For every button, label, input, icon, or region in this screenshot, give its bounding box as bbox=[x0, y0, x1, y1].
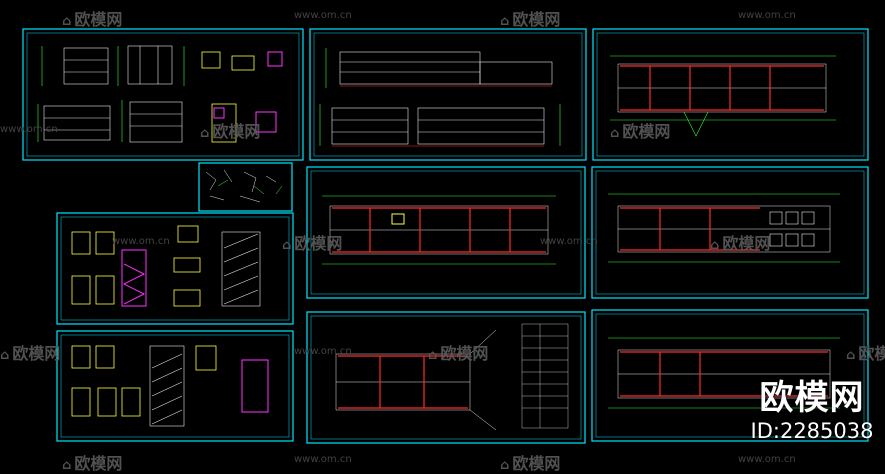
sheet-elevations-main[interactable] bbox=[309, 28, 587, 161]
watermark-url: www.om.cn bbox=[540, 236, 598, 247]
brand-badge: 欧模网 ID:2285038 bbox=[742, 378, 882, 444]
watermark-url: www.om.cn bbox=[738, 454, 796, 465]
watermark-url: www.om.cn bbox=[112, 236, 170, 247]
sheet-stair-details-2[interactable] bbox=[56, 330, 294, 442]
sheet-stair-details[interactable] bbox=[56, 212, 294, 325]
watermark-logo: 欧模网 bbox=[846, 340, 885, 364]
watermark-logo: 欧模网 bbox=[710, 230, 770, 254]
watermark-logo: 欧模网 bbox=[62, 450, 122, 474]
watermark-url: www.om.cn bbox=[738, 10, 796, 21]
watermark-logo: 欧模网 bbox=[500, 450, 560, 474]
sheet-plan-bottom-right[interactable] bbox=[591, 309, 869, 442]
sheet-plan-middle-right[interactable] bbox=[591, 166, 869, 299]
watermark-logo: 欧模网 bbox=[282, 230, 342, 254]
watermark-logo: 欧模网 bbox=[0, 340, 60, 364]
watermark-url: www.om.cn bbox=[0, 124, 58, 135]
watermark-logo: 欧模网 bbox=[500, 6, 560, 30]
model-id: ID:2285038 bbox=[750, 419, 874, 443]
sheet-elevations-small[interactable] bbox=[22, 28, 304, 161]
watermark-url: www.om.cn bbox=[294, 454, 352, 465]
sheet-node-details[interactable] bbox=[198, 162, 293, 212]
watermark-logo: 欧模网 bbox=[428, 340, 488, 364]
watermark-logo: 欧模网 bbox=[200, 118, 260, 142]
watermark-logo: 欧模网 bbox=[62, 6, 122, 30]
sheet-plan-middle[interactable] bbox=[306, 166, 586, 299]
brand-name: 欧模网 bbox=[759, 378, 865, 418]
watermark-url: www.om.cn bbox=[294, 10, 352, 21]
watermark-logo: 欧模网 bbox=[610, 118, 670, 142]
watermark-url: www.om.cn bbox=[294, 346, 352, 357]
